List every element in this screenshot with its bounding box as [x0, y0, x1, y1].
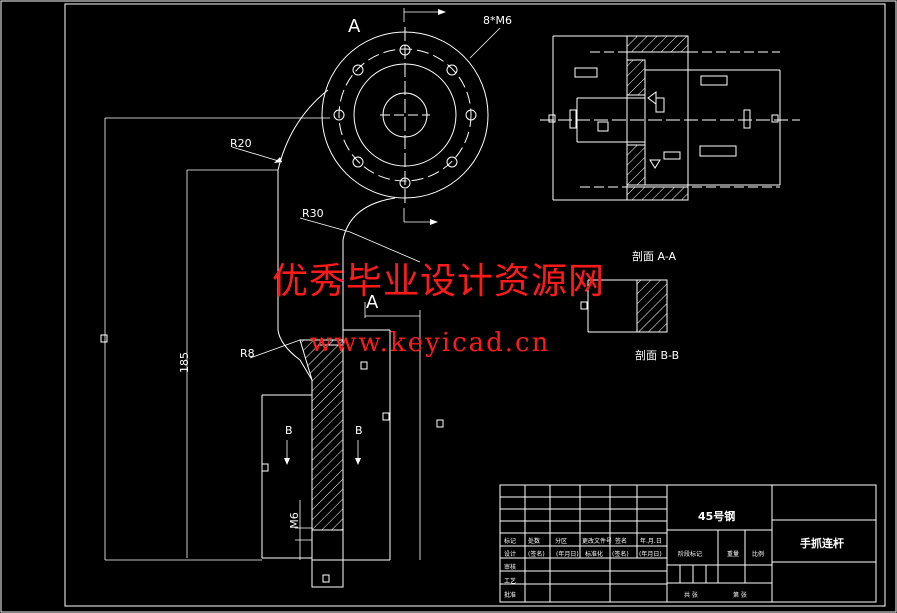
- scale-label: 比例: [752, 551, 765, 558]
- row-standardization: 标准化: [585, 551, 604, 558]
- dimension-185-label: 185: [178, 352, 191, 373]
- header-sign: 签名: [615, 538, 628, 545]
- weight-label: 重量: [727, 551, 740, 558]
- section-b-right-label: B: [355, 424, 363, 437]
- row-std-sign: (签名): [612, 551, 629, 558]
- row-design-sign: (签名): [528, 551, 545, 558]
- thread-m6-label: M6: [287, 512, 301, 529]
- link-arm: [261, 89, 396, 588]
- row-check: 审核: [504, 564, 517, 571]
- dimension-lines: [104, 8, 501, 561]
- header-date: 年.月.日: [640, 538, 662, 545]
- flange-view: [321, 27, 489, 205]
- radius-r8-label: R8: [240, 347, 255, 360]
- radius-r20-label: R20: [230, 137, 252, 150]
- title-block-grid: [499, 484, 877, 603]
- grip-marks: [100, 114, 779, 583]
- watermark-title: 优秀毕业设计资源网: [272, 261, 606, 302]
- row-design-date: (年月日): [556, 551, 579, 558]
- bolt-holes: [333, 44, 477, 189]
- section-b-left-label: B: [285, 424, 293, 437]
- stage-mark-label: 阶段标记: [678, 551, 703, 558]
- arrows: [274, 9, 446, 465]
- header-mark: 标记: [504, 538, 517, 545]
- view-a-label-top: A: [348, 16, 361, 37]
- side-view-hatch: [626, 35, 689, 201]
- header-count: 处数: [528, 538, 541, 545]
- row-approve: 批准: [504, 592, 517, 599]
- bolt-holes-label: 8*M6: [483, 14, 512, 27]
- view-a-label-side: A: [366, 292, 379, 313]
- row-design: 设计: [504, 551, 517, 558]
- sheet-number-label: 第 张: [733, 592, 747, 599]
- header-change-doc: 更改文件号: [582, 538, 613, 545]
- material-label: 45号钢: [698, 510, 736, 523]
- row-craft: 工艺: [504, 578, 517, 585]
- section-bb: [587, 279, 668, 333]
- watermark-url: www.keyicad.cn: [310, 328, 551, 358]
- arm-section-hatch: [299, 339, 344, 531]
- row-std-date: (年月日): [639, 551, 662, 558]
- side-view: [540, 35, 800, 201]
- part-name-label: 手抓连杆: [800, 537, 844, 550]
- section-bb-label: 剖面 B-B: [635, 349, 680, 362]
- inner-frame: [64, 3, 886, 607]
- radius-r30-label: R30: [302, 207, 324, 220]
- section-aa-label: 剖面 A-A: [632, 250, 677, 263]
- sheets-total-label: 共 张: [684, 592, 698, 599]
- header-zone: 分区: [555, 538, 568, 545]
